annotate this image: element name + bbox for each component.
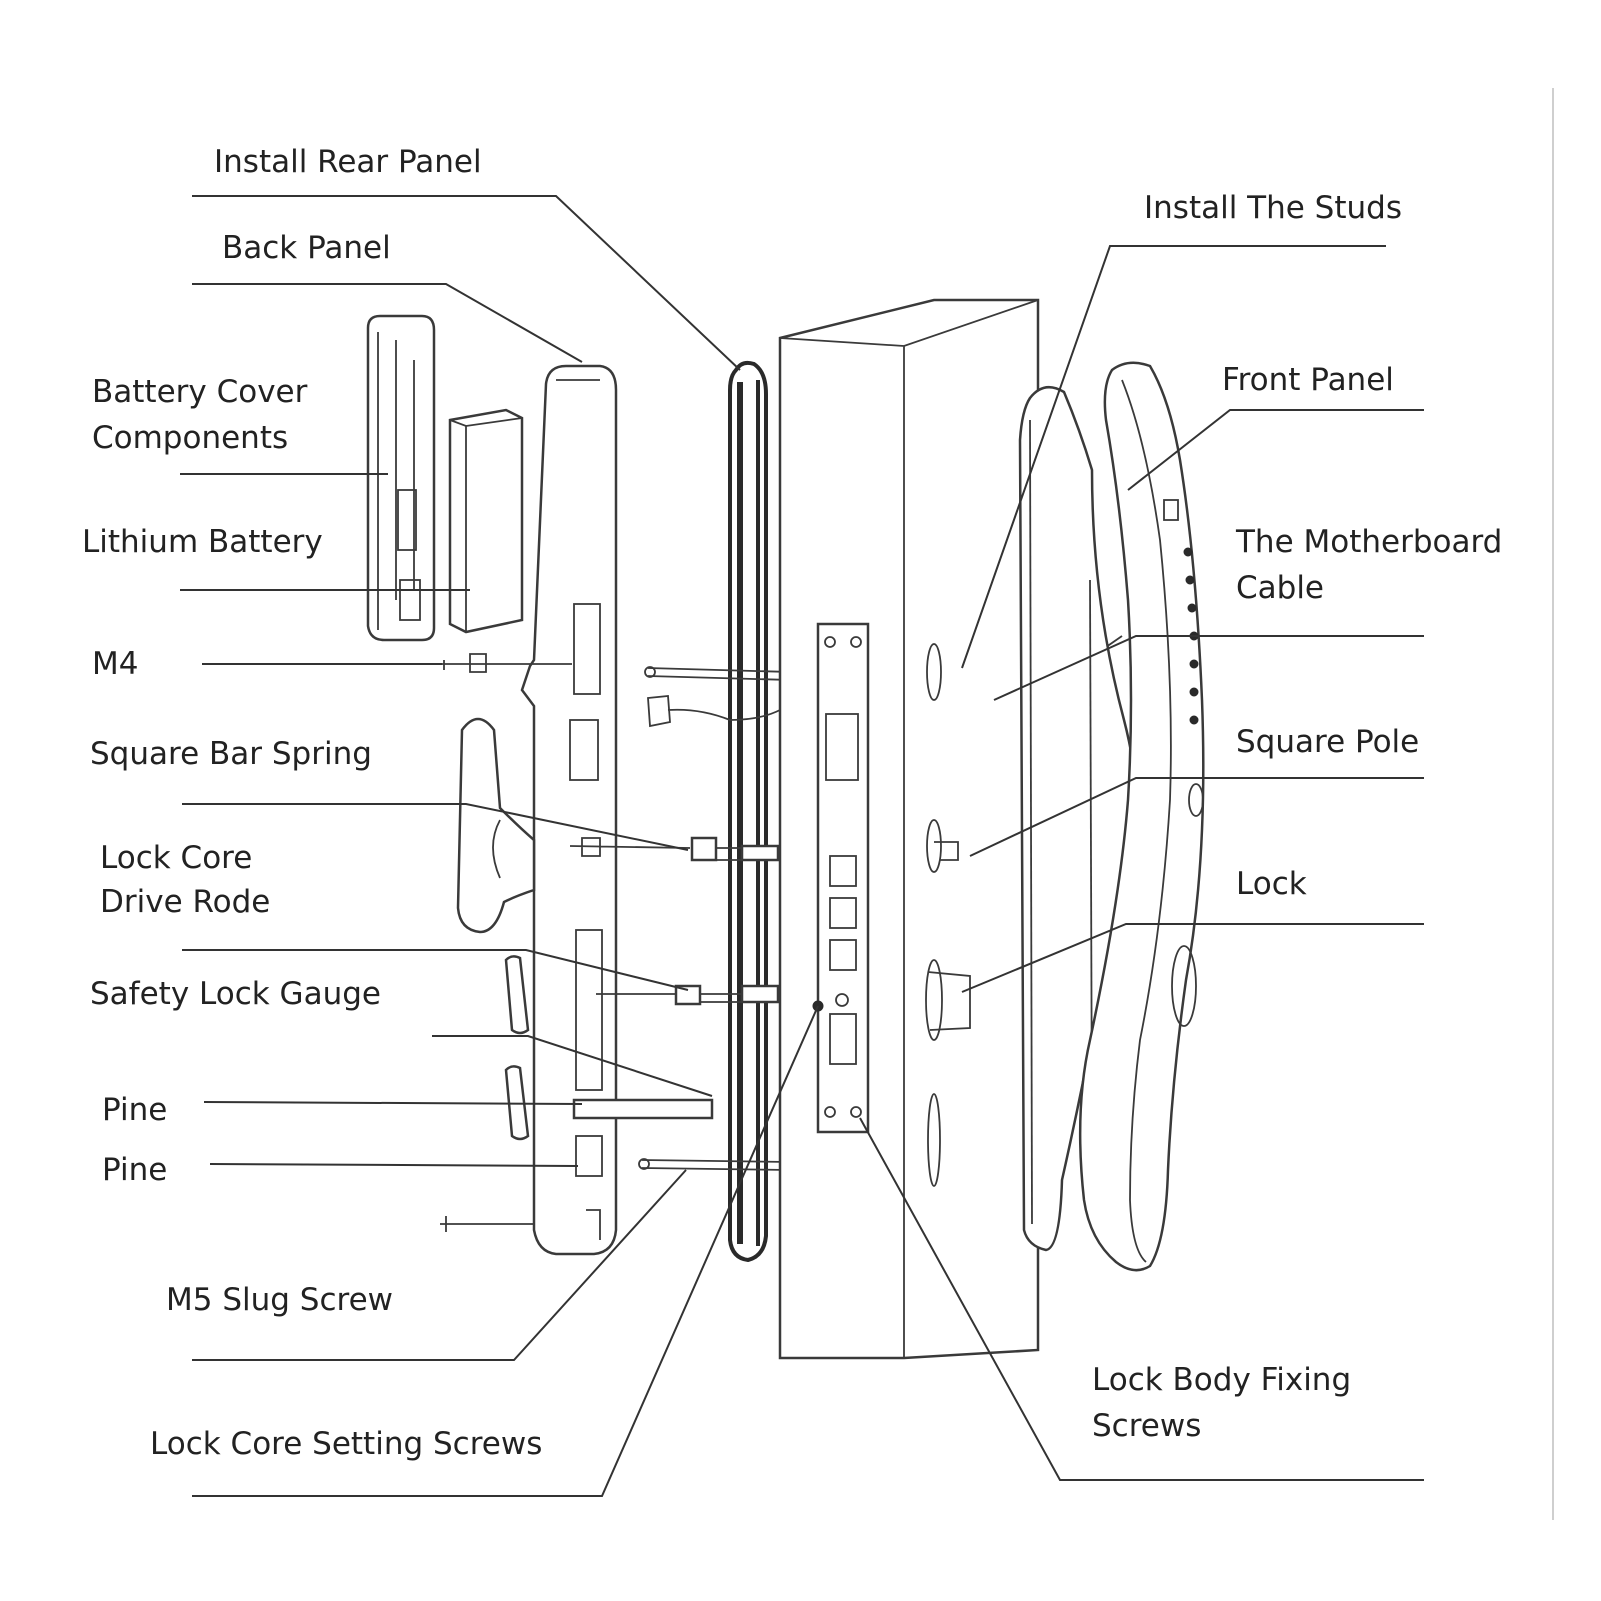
leader-lock-core-setting [192, 1005, 819, 1497]
label-pine-1: Pine [102, 1092, 167, 1128]
label-lock-body-fixing-line1: Lock Body Fixing [1092, 1362, 1351, 1398]
leader-lock [961, 923, 1424, 993]
back-panel-illustration [456, 364, 618, 1256]
battery-cover-illustration [366, 314, 436, 642]
label-lock: Lock [1236, 866, 1307, 902]
leader-square-bar-spring [182, 803, 689, 851]
label-lock-core-setting-screws: Lock Core Setting Screws [150, 1426, 542, 1462]
leader-install-studs [961, 245, 1386, 669]
lithium-battery-illustration [448, 408, 524, 634]
leader-square-pole [969, 777, 1424, 857]
leader-motherboard-cable [993, 635, 1424, 701]
leader-install-rear-panel [192, 195, 741, 371]
leader-lock-core-drive [182, 949, 689, 991]
label-motherboard-cable-line2: Cable [1236, 570, 1324, 606]
label-lithium-battery: Lithium Battery [82, 524, 323, 560]
label-lock-body-fixing-line2: Screws [1092, 1408, 1201, 1444]
leader-lines [180, 195, 1424, 1497]
label-back-panel: Back Panel [222, 230, 391, 266]
label-lock-core-drive-line1: Lock Core [100, 840, 252, 876]
leader-safety-lock-gauge [432, 1035, 713, 1097]
leader-m5-slug-screw [192, 1169, 687, 1361]
label-square-pole: Square Pole [1236, 724, 1419, 760]
label-front-panel: Front Panel [1222, 362, 1394, 398]
rear-gasket-illustration [728, 360, 768, 1263]
labels: Install Rear Panel Back Panel Battery Co… [82, 144, 1502, 1462]
label-battery-cover-line2: Components [92, 420, 288, 456]
label-m4: M4 [92, 646, 138, 682]
leader-front-panel [1127, 409, 1424, 491]
front-panel-illustration [1018, 361, 1205, 1272]
label-install-the-studs: Install The Studs [1144, 190, 1402, 226]
label-battery-cover-line1: Battery Cover [92, 374, 308, 410]
leader-back-panel [192, 283, 583, 363]
label-square-bar-spring: Square Bar Spring [90, 736, 372, 772]
leader-pine-2 [209, 1163, 579, 1167]
leader-lock-body-fixing [859, 1117, 1424, 1481]
door-lock-body-illustration [778, 298, 1040, 1360]
leader-pine-1 [203, 1101, 583, 1105]
label-m5-slug-screw: M5 Slug Screw [166, 1282, 393, 1318]
label-motherboard-cable-line1: The Motherboard [1235, 524, 1502, 560]
label-safety-lock-gauge: Safety Lock Gauge [90, 976, 381, 1012]
label-install-rear-panel: Install Rear Panel [214, 144, 482, 180]
label-lock-core-drive-line2: Drive Rode [100, 884, 270, 920]
label-pine-2: Pine [102, 1152, 167, 1188]
